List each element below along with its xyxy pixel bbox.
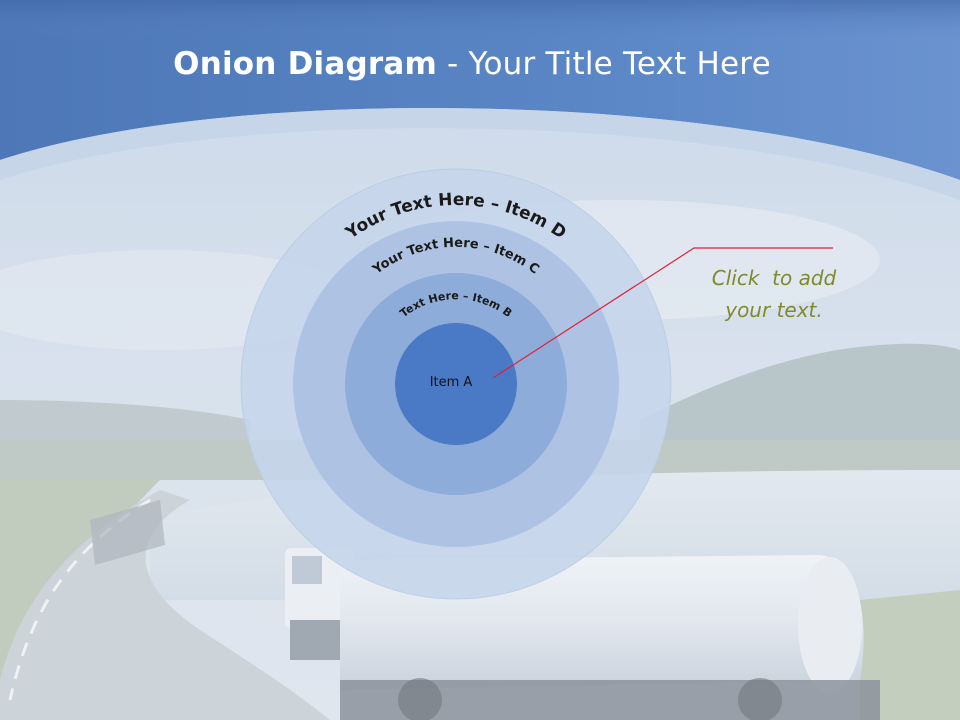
layer-a-circle bbox=[395, 323, 517, 445]
callout-line bbox=[492, 247, 833, 379]
layer-a-label: Item A bbox=[430, 375, 473, 390]
header-band bbox=[0, 0, 960, 180]
title-rest: - Your Title Text Here bbox=[436, 46, 771, 82]
onion-diagram: Your Text Here – Item D Your Text Here –… bbox=[240, 168, 672, 600]
wheel bbox=[738, 678, 782, 720]
truck-window bbox=[292, 556, 322, 584]
callout-line-2: your text. bbox=[725, 298, 823, 322]
road bbox=[0, 490, 330, 720]
tank-end bbox=[798, 557, 862, 693]
wheel bbox=[398, 678, 442, 720]
bridge-wall bbox=[90, 500, 165, 565]
callout-placeholder[interactable]: Click to add your text. bbox=[690, 262, 858, 326]
title-bold: Onion Diagram bbox=[173, 46, 437, 82]
callout-line-1: Click to add bbox=[711, 266, 837, 290]
slide-title[interactable]: Onion Diagram - Your Title Text Here bbox=[0, 46, 944, 82]
grass-right bbox=[860, 590, 960, 720]
header-swoosh bbox=[0, 108, 960, 200]
